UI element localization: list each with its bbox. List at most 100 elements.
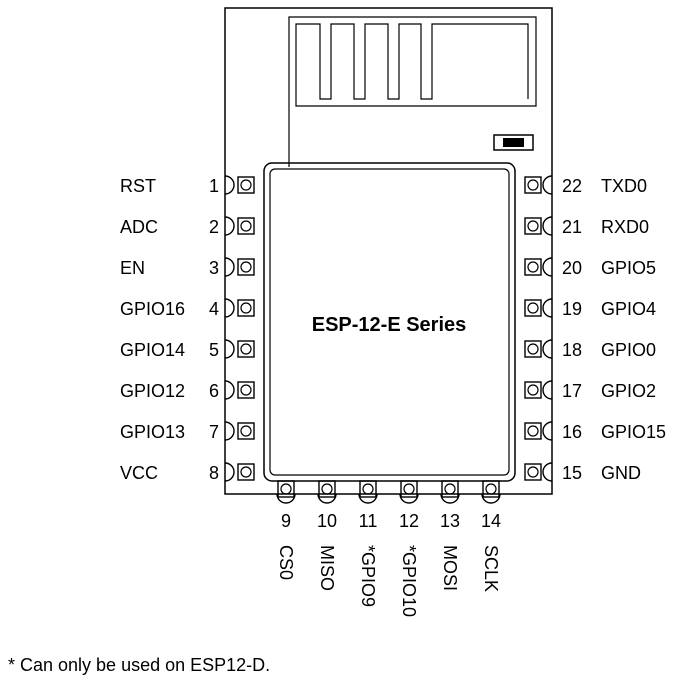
- pin-pad-hole: [240, 261, 252, 273]
- pin-pad: [524, 176, 542, 194]
- pin-pad-notch: [440, 493, 460, 504]
- footnote: * Can only be used on ESP12-D.: [8, 655, 271, 675]
- pin-label: GPIO16: [120, 299, 185, 319]
- pin-label: GPIO5: [601, 258, 656, 278]
- pin-pad: [441, 480, 459, 498]
- pin-pad-notch: [542, 175, 553, 195]
- pin-number: 21: [562, 217, 582, 237]
- pin-pad: [237, 258, 255, 276]
- pin-16: 16 GPIO15: [524, 421, 666, 442]
- pin-label: GPIO2: [601, 381, 656, 401]
- pin-3: 3EN: [120, 257, 255, 278]
- module-title: ESP-12-E Series: [312, 314, 467, 336]
- pin-number: 16: [562, 422, 582, 442]
- pin-number: 11: [359, 511, 378, 531]
- pin-number: 2: [209, 217, 219, 237]
- pin-17: 17 GPIO2: [524, 380, 656, 401]
- pin-pad: [359, 480, 377, 498]
- pin-number: 13: [440, 511, 460, 531]
- pin-number: 15: [562, 463, 582, 483]
- pin-pad: [524, 463, 542, 481]
- pin-pad: [524, 217, 542, 235]
- pin-label: GPIO0: [601, 340, 656, 360]
- shield-can-outer: [263, 162, 516, 482]
- pin-number: 20: [562, 258, 582, 278]
- pin-5: 5 GPIO14: [120, 339, 255, 360]
- pin-pad-hole: [444, 483, 456, 495]
- pin-pad-hole: [527, 343, 539, 355]
- pin-number: 10: [317, 511, 337, 531]
- pin-pad-notch: [542, 298, 553, 318]
- pin-pad-hole: [527, 179, 539, 191]
- pin-pad: [277, 480, 295, 498]
- pin-pad-hole: [527, 466, 539, 478]
- pin-pad-hole: [362, 483, 374, 495]
- pin-number: 17: [562, 381, 582, 401]
- pin-pad: [524, 422, 542, 440]
- pin-pad-notch: [224, 339, 235, 359]
- pin-pad-notch: [542, 216, 553, 236]
- pin-pad-notch: [399, 493, 419, 504]
- pin-label: SCLK: [481, 545, 501, 592]
- pin-label: *GPIO10: [399, 545, 419, 617]
- pin-pad: [318, 480, 336, 498]
- pin-label: *GPIO9: [358, 545, 378, 607]
- pin-pad-notch: [542, 339, 553, 359]
- pin-21: 21 RXD0: [524, 216, 649, 237]
- pin-11: 11 *GPIO9: [358, 480, 378, 607]
- pin-pad-hole: [527, 425, 539, 437]
- pin-number: 6: [209, 381, 219, 401]
- pin-label: GPIO14: [120, 340, 185, 360]
- antenna-trace: [288, 16, 537, 167]
- pin-pad: [524, 381, 542, 399]
- pin-pad-notch: [542, 462, 553, 482]
- pin-label: RST: [120, 176, 156, 196]
- pin-pad-notch: [224, 380, 235, 400]
- pin-label: RXD0: [601, 217, 649, 237]
- pin-1: 1 RST: [120, 175, 255, 196]
- pin-pad-hole: [240, 302, 252, 314]
- pin-pad-notch: [224, 216, 235, 236]
- pin-number: 1: [209, 176, 219, 196]
- pin-pad-notch: [481, 493, 501, 504]
- pin-pad-hole: [321, 483, 333, 495]
- pin-pad-notch: [542, 380, 553, 400]
- pin-pad: [237, 463, 255, 481]
- pin-pad-hole: [527, 220, 539, 232]
- pin-label: TXD0: [601, 176, 647, 196]
- pin-pad-notch: [317, 493, 337, 504]
- pin-label: GND: [601, 463, 641, 483]
- pin-label: GPIO15: [601, 422, 666, 442]
- pin-pad-hole: [280, 483, 292, 495]
- pin-20: 20 GPIO5: [524, 257, 656, 278]
- pin-pad: [237, 340, 255, 358]
- pin-pad-hole: [240, 343, 252, 355]
- pin-pad-notch: [224, 298, 235, 318]
- pin-pad-hole: [403, 483, 415, 495]
- pin-number: 9: [281, 511, 291, 531]
- pin-label: ADC: [120, 217, 158, 237]
- pin-label: EN: [120, 258, 145, 278]
- pin-pad-hole: [240, 220, 252, 232]
- shield-can-inner: [269, 168, 510, 476]
- smd-component-body: [503, 138, 524, 147]
- pin-number: 8: [209, 463, 219, 483]
- pin-2: 2 ADC: [120, 216, 255, 237]
- pin-pad: [237, 217, 255, 235]
- pin-number: 5: [209, 340, 219, 360]
- pin-pad-notch: [224, 421, 235, 441]
- pin-pad-hole: [240, 179, 252, 191]
- pin-pad: [524, 258, 542, 276]
